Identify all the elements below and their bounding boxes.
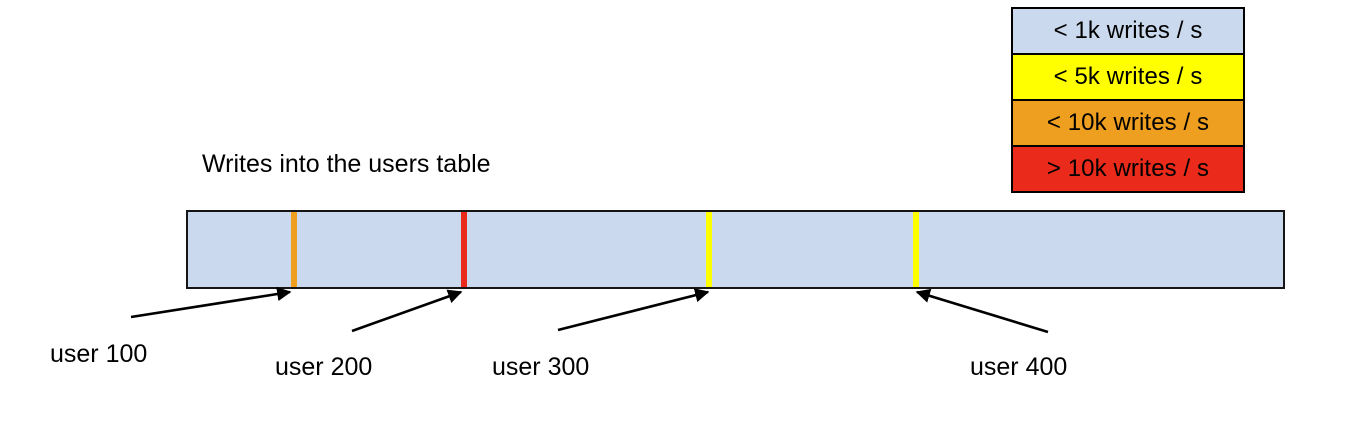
boundary-marker-user-400	[913, 212, 920, 287]
arrow-user-300	[557, 288, 710, 332]
arrow-user-200	[351, 289, 463, 333]
boundary-marker-user-300	[706, 212, 713, 287]
boundary-marker-user-100	[290, 212, 297, 287]
point-label-user-300: user 300	[492, 353, 590, 381]
point-label-user-100: user 100	[50, 340, 148, 368]
boundary-marker-user-200	[460, 212, 467, 287]
arrow-user-400	[915, 288, 1049, 334]
legend-label-0: < 1k writes / s	[1053, 17, 1203, 44]
chart-title: Writes into the users table	[202, 150, 491, 178]
legend-label-1: < 5k writes / s	[1053, 63, 1203, 90]
arrow-user-100	[130, 286, 292, 319]
users-table-range-bar	[186, 210, 1285, 289]
legend: < 1k writes / s < 5k writes / s < 10k wr…	[1011, 7, 1245, 193]
legend-item-0: < 1k writes / s	[1013, 9, 1243, 55]
legend-label-3: > 10k writes / s	[1046, 155, 1210, 182]
point-label-user-400: user 400	[970, 353, 1068, 381]
legend-item-2: < 10k writes / s	[1013, 101, 1243, 147]
legend-label-2: < 10k writes / s	[1046, 109, 1210, 136]
legend-item-3: > 10k writes / s	[1013, 147, 1243, 191]
point-label-user-200: user 200	[275, 353, 373, 381]
legend-item-1: < 5k writes / s	[1013, 55, 1243, 101]
